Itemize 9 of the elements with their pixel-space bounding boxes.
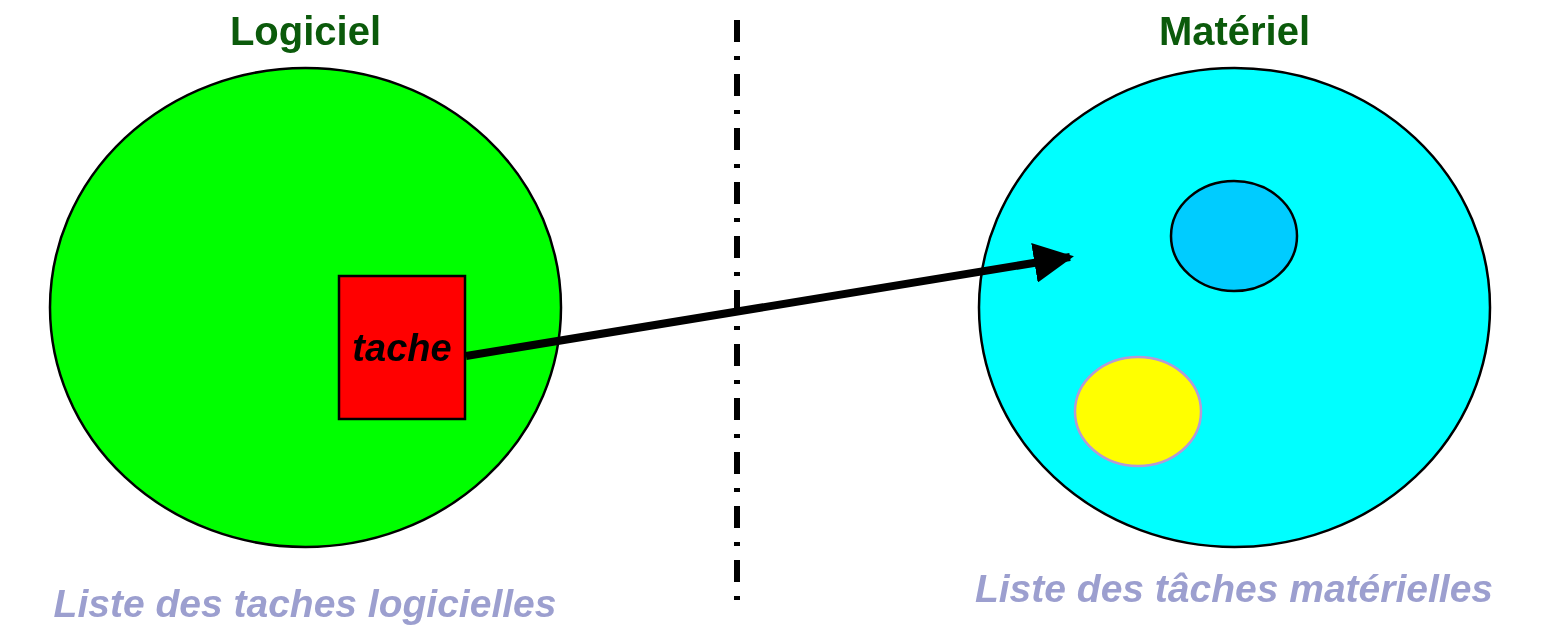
arrow: [465, 243, 1074, 360]
heading: Logiciel: [229, 9, 382, 54]
heading: Matériel: [1158, 9, 1311, 54]
task-box: [338, 275, 466, 420]
list-label: Liste des taches logicielles: [53, 582, 557, 626]
ellipse: [1170, 180, 1298, 292]
task-label: tache: [352, 326, 452, 369]
ellipse: [1074, 356, 1202, 467]
list-label: Liste des tâches matérielles: [974, 567, 1494, 611]
